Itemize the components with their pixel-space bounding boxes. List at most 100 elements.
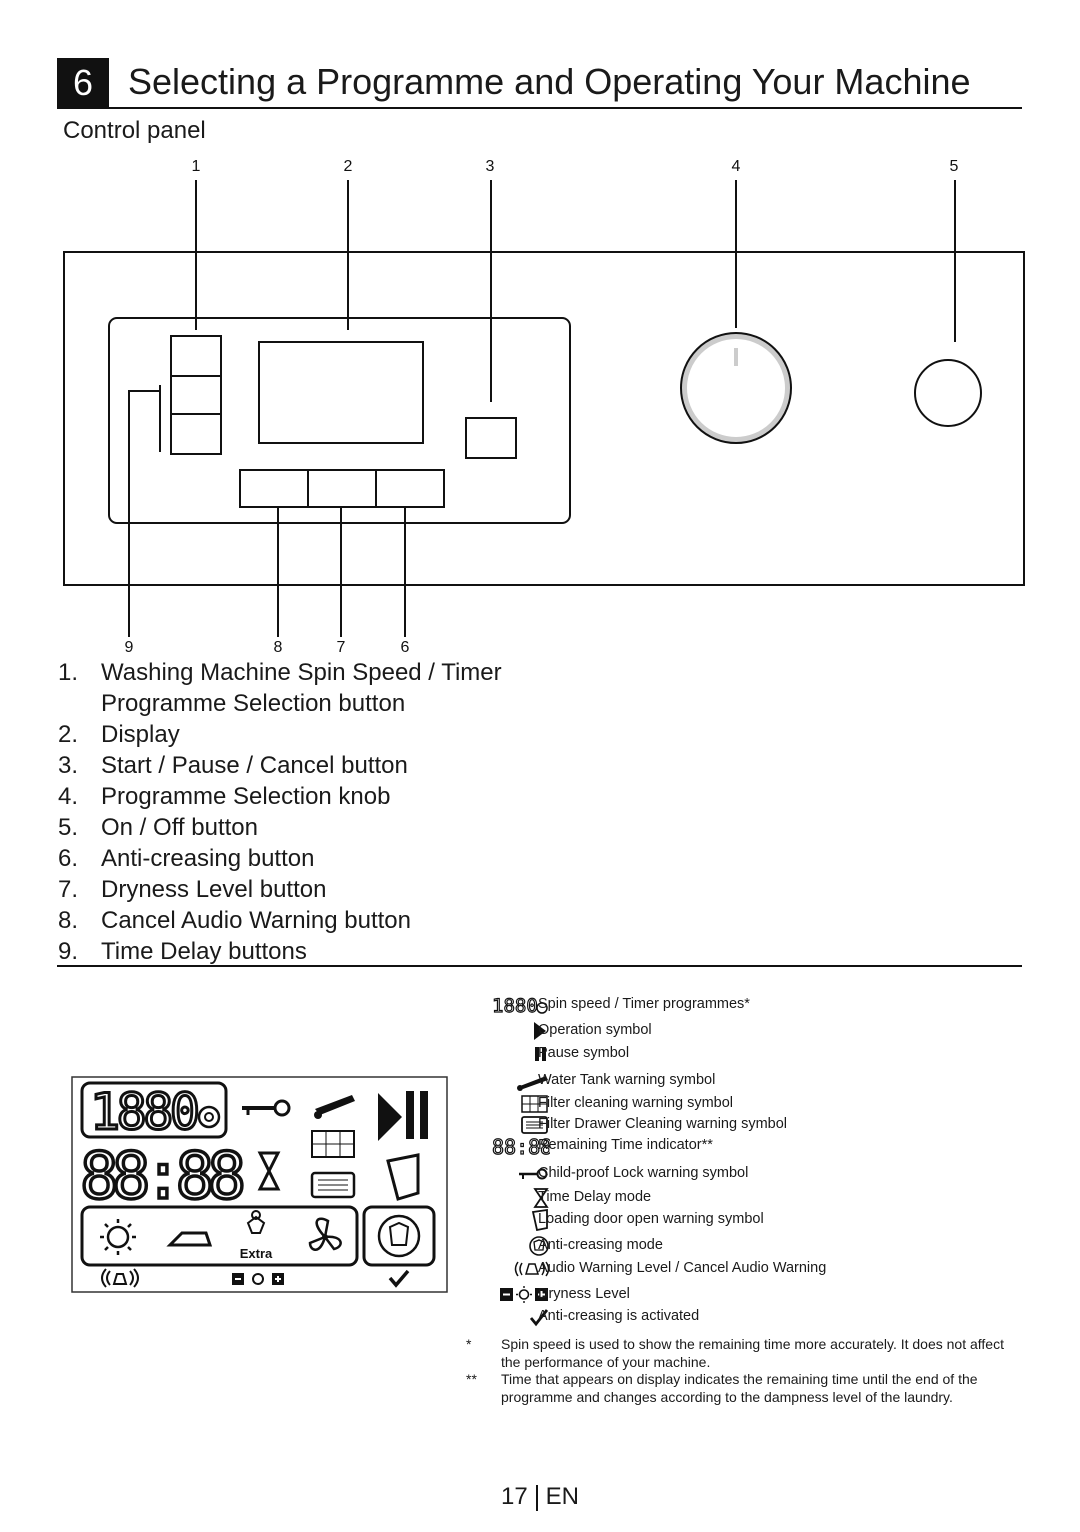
legend-row: 1880 Spin speed / Timer programmes* <box>430 994 1030 1016</box>
anti-crease-button-outline <box>375 469 445 508</box>
control-module-outline <box>108 317 571 524</box>
programme-knob-outline <box>680 332 792 444</box>
time-delay-button-2 <box>170 413 222 455</box>
legend-row: Filter cleaning warning symbol <box>430 1093 1030 1115</box>
legend-row: Dryness Level <box>430 1284 1030 1306</box>
page-number: 17 <box>500 1483 528 1510</box>
water-tank-icon <box>460 1070 550 1092</box>
callout-2: 2 <box>344 158 353 175</box>
callout-7: 7 <box>337 639 346 656</box>
legend-row: Child-proof Lock warning symbol <box>430 1163 1030 1185</box>
anti-crease-icon <box>460 1235 550 1257</box>
footer-separator <box>535 1484 538 1511</box>
list-item: 5.On / Off button <box>58 814 258 841</box>
list-item: 3.Start / Pause / Cancel button <box>58 752 408 779</box>
section-title: Selecting a Programme and Operating Your… <box>128 61 971 102</box>
dryness-icon <box>460 1284 550 1306</box>
display-outline <box>258 341 424 444</box>
svg-text:1880: 1880 <box>492 995 538 1016</box>
callout-4: 4 <box>732 158 741 175</box>
time-delay-button-1 <box>170 375 222 415</box>
hourglass-icon <box>460 1187 550 1209</box>
pause-icon <box>460 1043 550 1065</box>
callout-3: 3 <box>486 158 495 175</box>
callout-1: 1 <box>192 158 201 175</box>
leader-line-9 <box>128 390 160 637</box>
spin-digits-frame <box>80 1081 228 1139</box>
control-panel-diagram: 1 2 3 4 5 9 8 7 6 <box>63 158 1025 656</box>
list-item: 4.Programme Selection knob <box>58 783 391 810</box>
play-icon <box>460 1020 550 1042</box>
footnote-2: **Time that appears on display indicates… <box>466 1371 978 1405</box>
legend-row: Pause symbol <box>430 1043 1030 1065</box>
check-icon <box>460 1306 550 1328</box>
dryness-symbols-frame <box>80 1205 359 1267</box>
filter-drawer-icon <box>460 1114 550 1136</box>
list-item: 8.Cancel Audio Warning button <box>58 907 411 934</box>
hourglass-icon <box>257 1151 281 1191</box>
legend-row: Time Delay mode <box>430 1187 1030 1209</box>
callout-5: 5 <box>950 158 959 175</box>
door-icon <box>460 1209 550 1231</box>
footnote-1: *Spin speed is used to show the remainin… <box>466 1336 1004 1370</box>
spin-timer-button-1 <box>170 335 222 377</box>
filter-icon <box>311 1130 355 1158</box>
machine-panel-outline <box>63 251 1025 586</box>
fan-icon <box>308 1217 342 1251</box>
dryness-button-outline <box>307 469 377 508</box>
spin-speed-icon: 1880 <box>460 994 550 1016</box>
key-icon <box>242 1099 291 1117</box>
play-icon <box>378 1093 402 1141</box>
programme-knob-ring <box>681 333 791 443</box>
shirt-icon <box>246 1210 266 1234</box>
legend-row: Anti-creasing mode <box>430 1235 1030 1257</box>
legend-row: Anti-creasing is activated <box>430 1306 1030 1328</box>
bell-icon <box>460 1258 550 1280</box>
legend-row: Operation symbol <box>430 1020 1030 1042</box>
time-digits: 88:88 <box>80 1140 246 1214</box>
subheading: Control panel <box>63 117 206 144</box>
dryness-level-icon <box>232 1273 284 1285</box>
remaining-time-icon: 88:88 <box>460 1135 550 1157</box>
title-divider <box>57 107 1022 109</box>
pause-bar-1 <box>406 1091 414 1139</box>
list-item: 7.Dryness Level button <box>58 876 327 903</box>
page-footer: 17 EN <box>0 1484 1080 1511</box>
list-divider <box>57 965 1022 967</box>
spin-digits: 1880 <box>90 1083 200 1141</box>
anti-crease-icon <box>377 1214 421 1258</box>
callout-6: 6 <box>401 639 410 656</box>
list-item: 2.Display <box>58 721 180 748</box>
filter-drawer-icon <box>310 1171 356 1199</box>
water-tank-icon <box>314 1095 355 1119</box>
key-icon <box>460 1163 550 1185</box>
language-code: EN <box>545 1483 580 1510</box>
door-icon <box>386 1153 420 1201</box>
on-off-button-outline <box>914 359 982 427</box>
start-pause-button-outline <box>465 417 517 459</box>
list-item: 9.Time Delay buttons <box>58 938 307 965</box>
extra-label: Extra <box>240 1246 273 1261</box>
bell-icon <box>101 1268 139 1288</box>
section-number: 6 <box>57 58 109 108</box>
display-panel-illustration: 1880 88:88 Extra <box>71 1076 448 1293</box>
list-item: 6.Anti-creasing button <box>58 845 315 872</box>
filter-icon <box>460 1093 550 1115</box>
callout-9: 9 <box>125 639 134 656</box>
sun-icon <box>100 1219 136 1255</box>
callout-8: 8 <box>274 639 283 656</box>
legend-row: Audio Warning Level / Cancel Audio Warni… <box>430 1258 1030 1280</box>
svg-text:88:88: 88:88 <box>492 1135 550 1157</box>
legend-row: 88:88 Remaining Time indicator** <box>430 1135 1030 1157</box>
legend-row: Loading door open warning symbol <box>430 1209 1030 1231</box>
check-icon <box>388 1269 410 1288</box>
iron-icon <box>166 1231 213 1247</box>
spin-icon <box>197 1105 221 1129</box>
anti-crease-frame <box>362 1205 436 1267</box>
pause-bar-2 <box>420 1091 428 1139</box>
legend-row: Filter Drawer Cleaning warning symbol <box>430 1114 1030 1136</box>
cancel-audio-button-outline <box>239 469 309 508</box>
legend-row: Water Tank warning symbol <box>430 1070 1030 1092</box>
